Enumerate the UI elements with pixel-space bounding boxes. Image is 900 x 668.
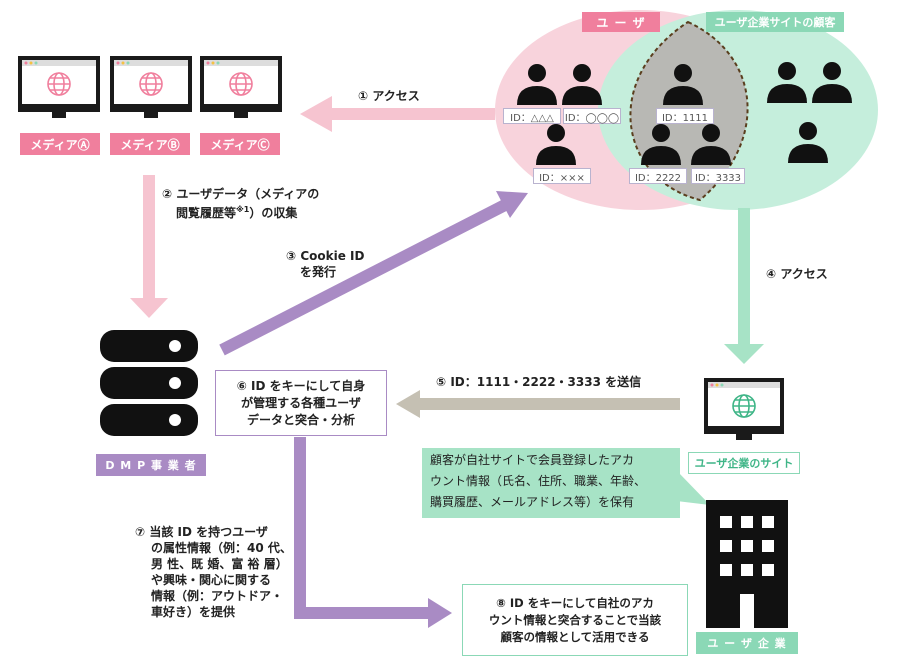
step-3-cookie: ③ Cookie ID を発行	[286, 248, 364, 280]
person-icon	[663, 64, 703, 105]
person-icon	[562, 64, 602, 105]
user-label: ユ ー ザ	[582, 12, 660, 32]
media-label-a: メディアⒶ	[20, 133, 100, 155]
company-usage-line: ウント情報と突合することで当該	[488, 612, 662, 627]
company-usage-line: 顧客の情報として活用できる	[500, 629, 650, 644]
step-7-line: 男 性、既 婚、富 裕 層）	[151, 557, 288, 571]
person-icon	[641, 124, 681, 165]
media-label-c: メディアⒸ	[200, 133, 280, 155]
customer-info-line: ウント情報（氏名、住所、職業、年齢、	[430, 474, 647, 488]
id-tag: ID：2222	[629, 168, 687, 184]
user-company-label: ユ ー ザ 企 業	[696, 632, 798, 654]
step-4-access: ④ アクセス	[766, 267, 828, 281]
person-icon	[536, 124, 576, 165]
company-usage-box: ⑧ ID をキーにして自社のアカ ウント情報と突合することで当該 顧客の情報とし…	[462, 584, 688, 656]
id-tag: ID：×××	[533, 168, 591, 184]
person-icon	[517, 64, 557, 105]
step-7-provide: ⑦ 当該 ID を持つユーザ の属性情報（例：40 代、 男 性、既 婚、富 裕…	[135, 524, 292, 620]
media-monitor-c	[200, 56, 282, 118]
id-tag: ID：△△△	[503, 108, 561, 124]
customer-info-line: 顧客が自社サイトで会員登録したアカ	[430, 453, 635, 467]
dmp-analysis-line: ⑥ ID をキーにして自身	[236, 378, 366, 393]
step-2-collect: ② ユーザデータ（メディアの 閲覧履歴等※1）の収集	[162, 186, 319, 221]
person-icon	[691, 124, 731, 165]
step-3-line: を発行	[300, 265, 337, 279]
dmp-analysis-box: ⑥ ID をキーにして自身 が管理する各種ユーザ データと突合・分析	[215, 370, 387, 436]
dmp-label: D M P 事 業 者	[96, 454, 206, 476]
arrow-collect-2	[130, 175, 168, 318]
step-2-line: 閲覧履歴等※1）の収集	[162, 202, 319, 221]
dmp-server-icon	[100, 330, 198, 436]
id-tag: ID：3333	[691, 168, 745, 184]
dmp-analysis-line: データと突合・分析	[246, 412, 355, 427]
step-2-note: ※1	[236, 205, 250, 214]
user-company-site-label: ユーザ企業のサイト	[688, 452, 800, 474]
arrow-provide-7	[294, 437, 452, 628]
person-icons	[517, 62, 852, 165]
step-7-line: 車好き）を提供	[151, 605, 236, 619]
step-7-line: 情報（例：アウトドア・	[151, 589, 284, 603]
person-icon	[767, 62, 807, 103]
step-7-line: ⑦ 当該 ID を持つユーザ	[135, 525, 268, 539]
media-monitor-b	[110, 56, 192, 118]
step-7-line: や興味・関心に関する	[151, 573, 272, 587]
person-icon	[812, 62, 852, 103]
step-2-text: 閲覧履歴等	[176, 206, 237, 220]
step-1-access: ① アクセス	[358, 89, 420, 103]
step-3-line: ③ Cookie ID	[286, 249, 365, 263]
step-5-send: ⑤ ID：1111・2222・3333 を送信	[436, 375, 642, 389]
arrow-access-4	[724, 208, 764, 364]
id-tag: ID：1111	[656, 108, 714, 124]
arrow-access-1	[300, 96, 495, 132]
step-7-line: の属性情報（例：40 代、	[151, 541, 292, 555]
building-icon	[706, 500, 788, 628]
dmp-analysis-line: が管理する各種ユーザ	[241, 395, 361, 410]
media-monitor-a	[18, 56, 100, 118]
person-icon	[788, 122, 828, 163]
step-2-text: ）の収集	[249, 206, 298, 220]
step-2-line: ② ユーザデータ（メディアの	[162, 187, 320, 201]
arrow-send-5	[396, 390, 680, 418]
customer-label: ユーザ企業サイトの顧客	[706, 12, 844, 32]
customer-info-line: 購買履歴、メールアドレス等）を保有	[430, 495, 635, 509]
site-monitor	[704, 378, 784, 440]
id-tag: ID：◯◯◯	[563, 108, 621, 124]
company-usage-line: ⑧ ID をキーにして自社のアカ	[496, 595, 654, 610]
media-label-b: メディアⒷ	[110, 133, 190, 155]
arrow-cookie-3	[219, 191, 528, 356]
customer-info-callout: 顧客が自社サイトで会員登録したアカ ウント情報（氏名、住所、職業、年齢、 購買履…	[422, 448, 680, 518]
